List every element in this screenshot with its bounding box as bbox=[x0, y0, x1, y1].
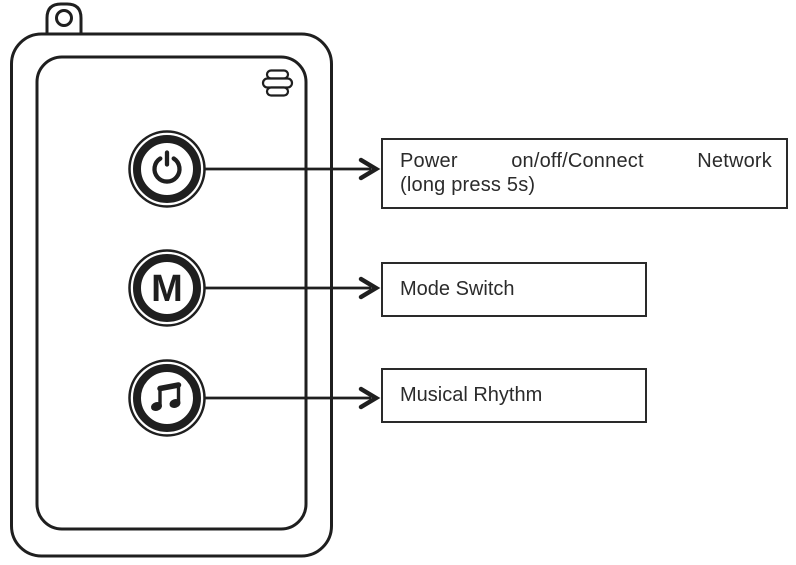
vent-indicator-icon bbox=[261, 69, 294, 97]
mode-button-ring bbox=[133, 254, 201, 322]
label-box-mode: Mode Switch bbox=[381, 262, 647, 317]
power-label-line2: (long press 5s) bbox=[400, 174, 536, 196]
label-box-music: Musical Rhythm bbox=[381, 368, 647, 423]
power-label-line1: Power on/off/Connect Network bbox=[400, 150, 772, 172]
label-box-power: Power on/off/Connect Network (long press… bbox=[381, 138, 788, 209]
lanyard-loop bbox=[45, 2, 83, 40]
mode-label-text: Mode Switch bbox=[400, 278, 515, 300]
music-label-text: Musical Rhythm bbox=[400, 384, 543, 406]
arrow-mode bbox=[204, 276, 381, 300]
power-button-ring bbox=[133, 135, 201, 203]
arrowhead-icon bbox=[358, 157, 381, 181]
lanyard-hole bbox=[55, 9, 73, 27]
power-icon bbox=[152, 150, 182, 184]
mode-button-letter: M bbox=[151, 268, 183, 310]
arrowhead-icon bbox=[358, 276, 381, 300]
music-button-ring bbox=[133, 364, 201, 432]
arrow-music bbox=[205, 386, 381, 410]
music-button bbox=[128, 359, 206, 437]
arrow-power bbox=[205, 157, 381, 181]
mode-button: M bbox=[128, 249, 206, 327]
arrowhead-icon bbox=[358, 386, 381, 410]
music-note-icon bbox=[151, 382, 182, 412]
power-button bbox=[128, 130, 206, 208]
